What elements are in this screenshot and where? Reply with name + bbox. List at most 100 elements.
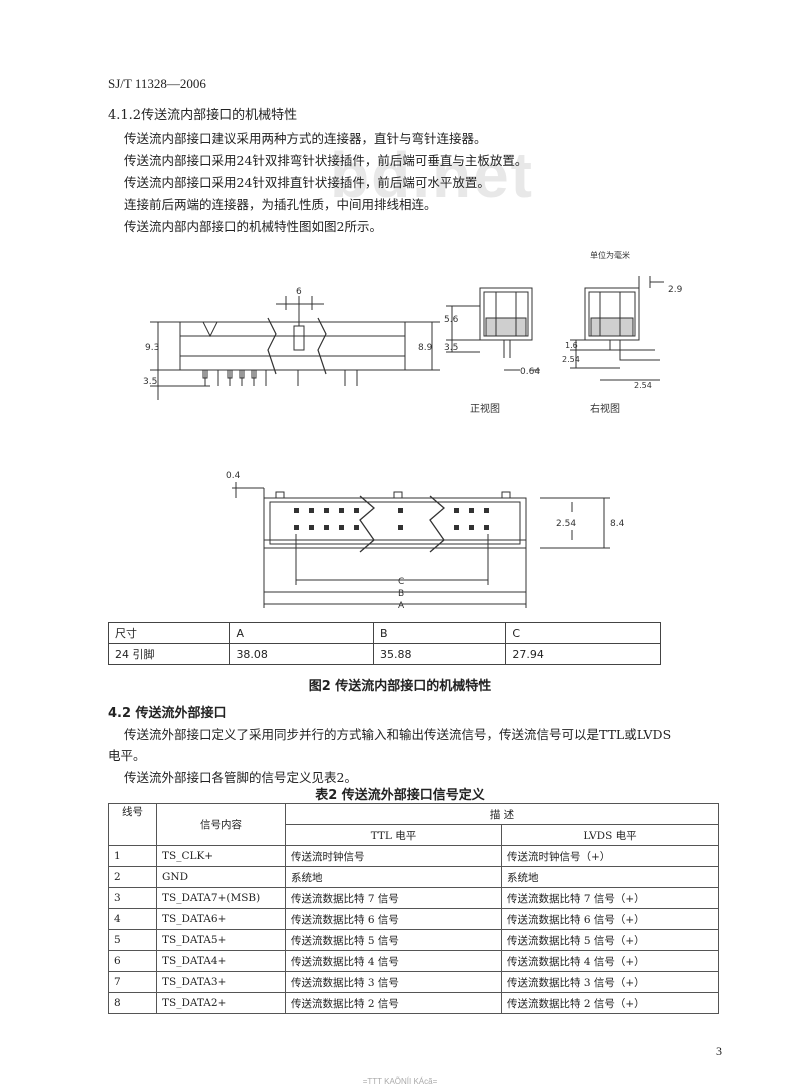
table-cell: GND: [156, 866, 286, 888]
dim-label: 8.4: [610, 519, 625, 529]
table-cell: 传送流数据比特 7 信号: [285, 887, 502, 909]
table-cell: 传送流数据比特 5 信号（+）: [501, 929, 719, 951]
watermark: bd.net: [330, 139, 534, 211]
table-cell: 传送流数据比特 3 信号: [285, 971, 502, 993]
dim-label: 2.9: [668, 285, 683, 295]
table-cell: 3: [108, 887, 157, 909]
paragraph: 传送流内部内部接口的机械特性图如图2所示。: [124, 219, 382, 234]
dim-label: C: [398, 577, 404, 587]
right-view-drawing: [570, 276, 664, 381]
table-header-row: 尺寸 A B C: [107, 622, 661, 644]
dim-label: 3.5: [444, 343, 458, 353]
table-row: 8 TS_DATA2+ 传送流数据比特 2 信号 传送流数据比特 2 信号（+）: [108, 992, 719, 1014]
paragraph: 传送流内部接口采用24针双排弯针状接插件，前后端可垂直与主板放置。: [124, 153, 528, 168]
table-cell: 8: [108, 992, 157, 1014]
dim-label: 8.9: [418, 343, 433, 353]
dim-label: 2.54: [562, 355, 580, 364]
table-cell: 24 引脚: [107, 643, 231, 665]
table-row: 6 TS_DATA4+ 传送流数据比特 4 信号 传送流数据比特 4 信号（+）: [108, 950, 719, 972]
table-row: 1 TS_CLK+ 传送流时钟信号 传送流时钟信号（+）: [108, 845, 719, 867]
table-row: 3 TS_DATA7+(MSB) 传送流数据比特 7 信号 传送流数据比特 7 …: [108, 887, 719, 909]
table-row: 4 TS_DATA6+ 传送流数据比特 6 信号 传送流数据比特 6 信号（+）: [108, 908, 719, 930]
table-cell: 系统地: [501, 866, 719, 888]
table-cell: A: [229, 622, 374, 644]
table-cell: 7: [108, 971, 157, 993]
table-cell: 传送流数据比特 2 信号（+）: [501, 992, 719, 1014]
paragraph: 传送流外部接口各管脚的信号定义见表2。: [124, 770, 357, 785]
table-cell: 2: [108, 866, 157, 888]
paragraph: 连接前后两端的连接器，为插孔性质，中间用排线相连。: [124, 197, 437, 212]
section-4-2-title: 4.2 传送流外部接口: [108, 706, 227, 721]
header-ttl: TTL 电平: [285, 824, 502, 846]
header-desc: 描 述: [285, 803, 719, 825]
signal-definition-table: 线号 信号内容 描 述 TTL 电平 LVDS 电平 1 TS_CLK+ 传送流…: [108, 803, 719, 1014]
paragraph: 传送流内部接口建议采用两种方式的连接器，直针与弯针连接器。: [124, 131, 487, 146]
table-cell: 传送流数据比特 3 信号（+）: [501, 971, 719, 993]
table-row: 7 TS_DATA3+ 传送流数据比特 3 信号 传送流数据比特 3 信号（+）: [108, 971, 719, 993]
table-cell: 传送流数据比特 7 信号（+）: [501, 887, 719, 909]
table-cell: 1: [108, 845, 157, 867]
table-cell: TS_DATA7+(MSB): [156, 887, 286, 909]
paragraph: 传送流外部接口定义了采用同步并行的方式输入和输出传送流信号，传送流信号可以是TT…: [124, 727, 672, 742]
table-cell: TS_DATA2+: [156, 992, 286, 1014]
table-cell: 4: [108, 908, 157, 930]
table-cell: 35.88: [372, 643, 507, 665]
table-header-row: 线号 信号内容 描 述: [108, 803, 719, 846]
table-cell: 传送流数据比特 2 信号: [285, 992, 502, 1014]
paragraph-continuation: 电平。: [108, 748, 146, 763]
table-cell: C: [505, 622, 661, 644]
table-cell: 系统地: [285, 866, 502, 888]
front-view-caption: 正视图: [470, 402, 500, 415]
header-lvds: LVDS 电平: [501, 824, 719, 846]
table-cell: 传送流时钟信号（+）: [501, 845, 719, 867]
table-row: 2 GND 系统地 系统地: [108, 866, 719, 888]
side-view-drawing: [150, 296, 440, 400]
paragraph: 传送流内部接口采用24针双排直针状接插件，前后端可水平放置。: [124, 175, 490, 190]
dim-label: 2.54: [634, 381, 652, 390]
table-cell: TS_DATA4+: [156, 950, 286, 972]
table-2-caption: 表2 传送流外部接口信号定义: [315, 788, 485, 803]
header-line-no: 线号: [108, 803, 157, 846]
table-cell: TS_DATA6+: [156, 908, 286, 930]
dim-label: A: [398, 601, 405, 611]
front-view-drawing: [446, 287, 540, 371]
dim-label: 3.5: [143, 377, 157, 387]
table-cell: 5: [108, 929, 157, 951]
table-cell: TS_CLK+: [156, 845, 286, 867]
unit-note: 单位为毫米: [590, 250, 630, 260]
table-row: 5 TS_DATA5+ 传送流数据比特 5 信号 传送流数据比特 5 信号（+）: [108, 929, 719, 951]
figure-2-caption: 图2 传送流内部接口的机械特性: [308, 679, 492, 694]
dim-label: 0.4: [226, 471, 241, 481]
dim-label: 2.54: [556, 519, 576, 529]
table-cell: B: [372, 622, 507, 644]
top-view-pins: [294, 508, 489, 530]
table-cell: 传送流数据比特 5 信号: [285, 929, 502, 951]
dim-label: 5.6: [444, 315, 459, 325]
dim-label: 0.64: [520, 367, 540, 377]
standard-number: SJ/T 11328—2006: [108, 76, 206, 91]
dim-label: 1.6: [565, 341, 578, 350]
table-cell: TS_DATA5+: [156, 929, 286, 951]
header-signal: 信号内容: [156, 803, 286, 846]
table-cell: 传送流数据比特 6 信号: [285, 908, 502, 930]
dimension-table: 尺寸 A B C 24 引脚 38.08 35.88 27.94: [107, 622, 661, 665]
dim-label: B: [398, 589, 404, 599]
top-view-drawing: [232, 482, 610, 608]
figure-2-drawings: 单位为毫米 9.3 3.5 6 8.9 5.6 3.5 0.64 正视图 2.9…: [143, 250, 683, 611]
table-cell: 传送流数据比特 6 信号（+）: [501, 908, 719, 930]
footer-text: =TTT KAÕNÍI KÁcã=: [362, 1077, 438, 1086]
table-cell: TS_DATA3+: [156, 971, 286, 993]
dim-label: 9.3: [145, 343, 159, 353]
table-cell: 传送流数据比特 4 信号（+）: [501, 950, 719, 972]
right-view-caption: 右视图: [590, 402, 620, 415]
table-cell: 27.94: [505, 643, 661, 665]
page-number: 3: [716, 1044, 722, 1058]
table-cell: 38.08: [229, 643, 374, 665]
table-cell: 尺寸: [107, 622, 231, 644]
table-cell: 传送流数据比特 4 信号: [285, 950, 502, 972]
table-cell: 6: [108, 950, 157, 972]
section-4-1-2-title: 4.1.2传送流内部接口的机械特性: [108, 108, 298, 123]
table-row: 24 引脚 38.08 35.88 27.94: [107, 643, 661, 665]
dim-label: 6: [296, 287, 302, 297]
table-cell: 传送流时钟信号: [285, 845, 502, 867]
